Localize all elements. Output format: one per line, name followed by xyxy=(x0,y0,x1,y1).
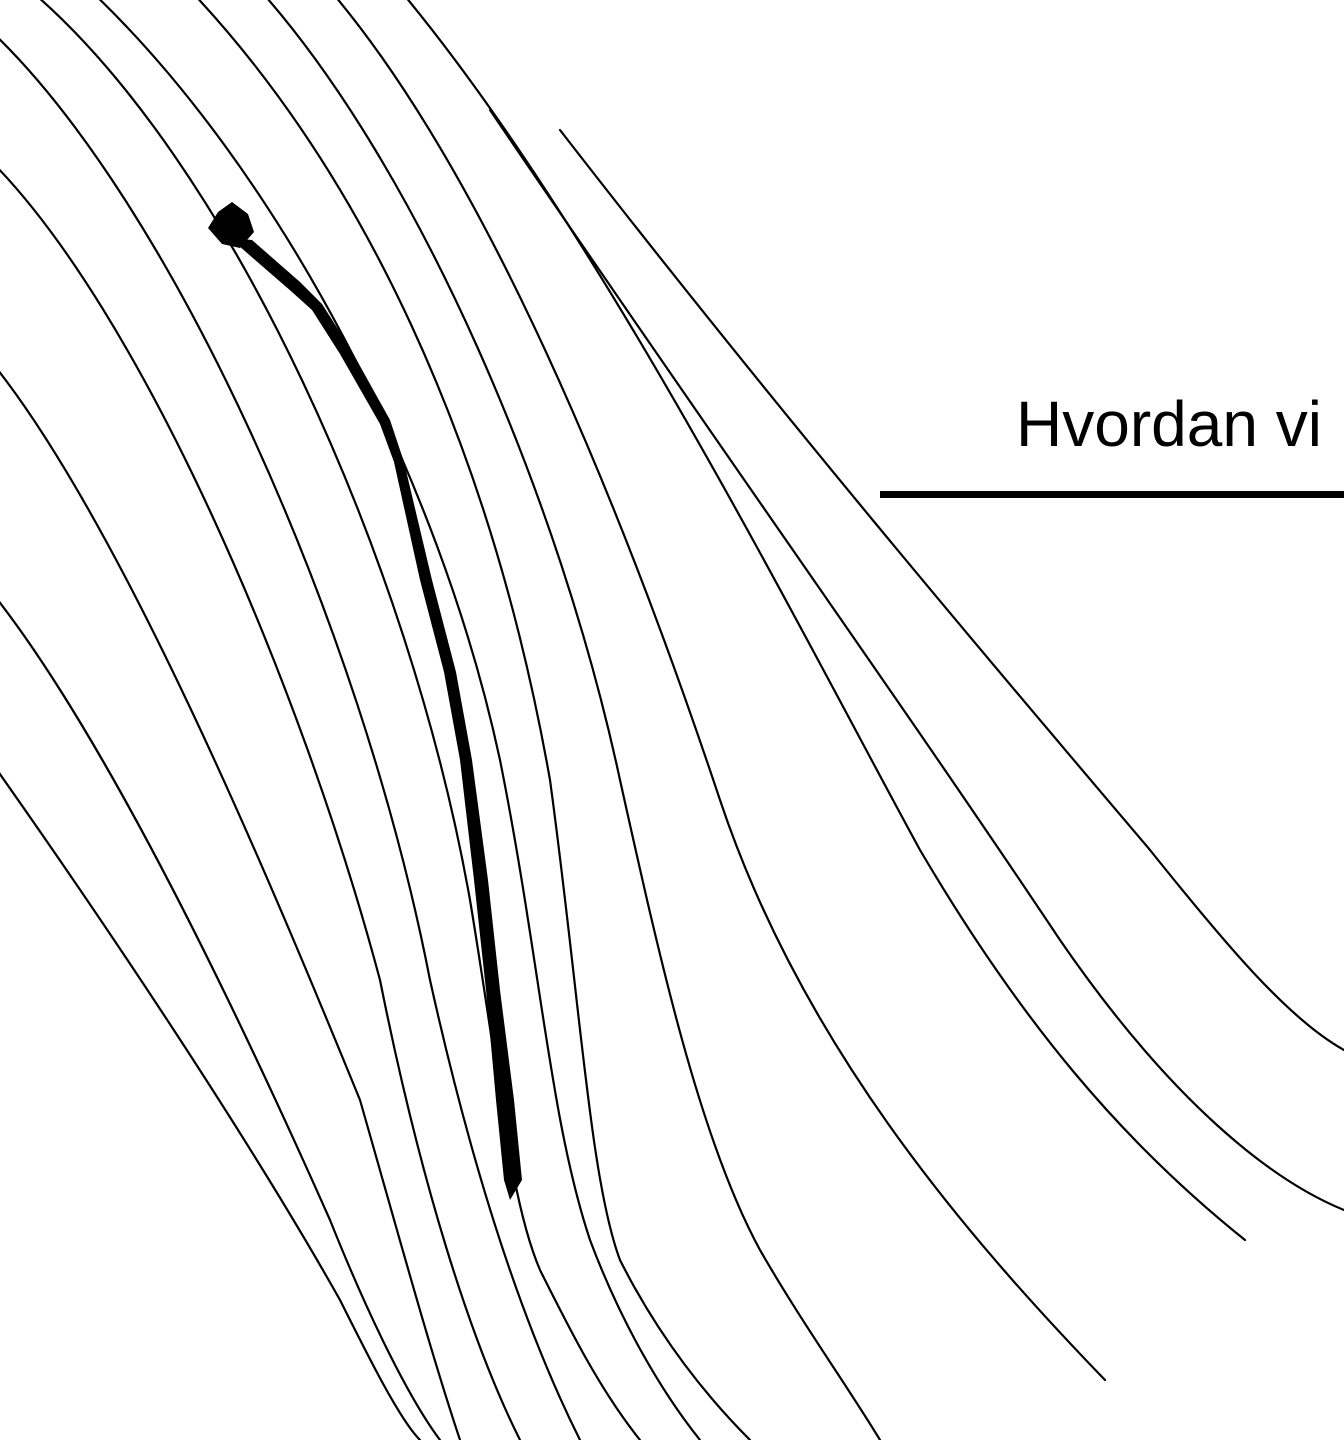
flow-line xyxy=(260,0,880,1440)
particle-path xyxy=(208,202,522,1200)
flow-line xyxy=(330,0,1105,1380)
flow-line xyxy=(0,360,460,1440)
slide-title: Hvordan vi xyxy=(1016,384,1322,464)
flow-line xyxy=(400,0,1245,1240)
flow-line xyxy=(0,590,440,1440)
flow-line xyxy=(490,110,1344,1210)
flow-line xyxy=(0,160,520,1440)
flow-line xyxy=(0,760,420,1440)
flow-line xyxy=(560,130,1344,1050)
title-underline xyxy=(880,491,1344,498)
flow-line xyxy=(30,0,640,1440)
